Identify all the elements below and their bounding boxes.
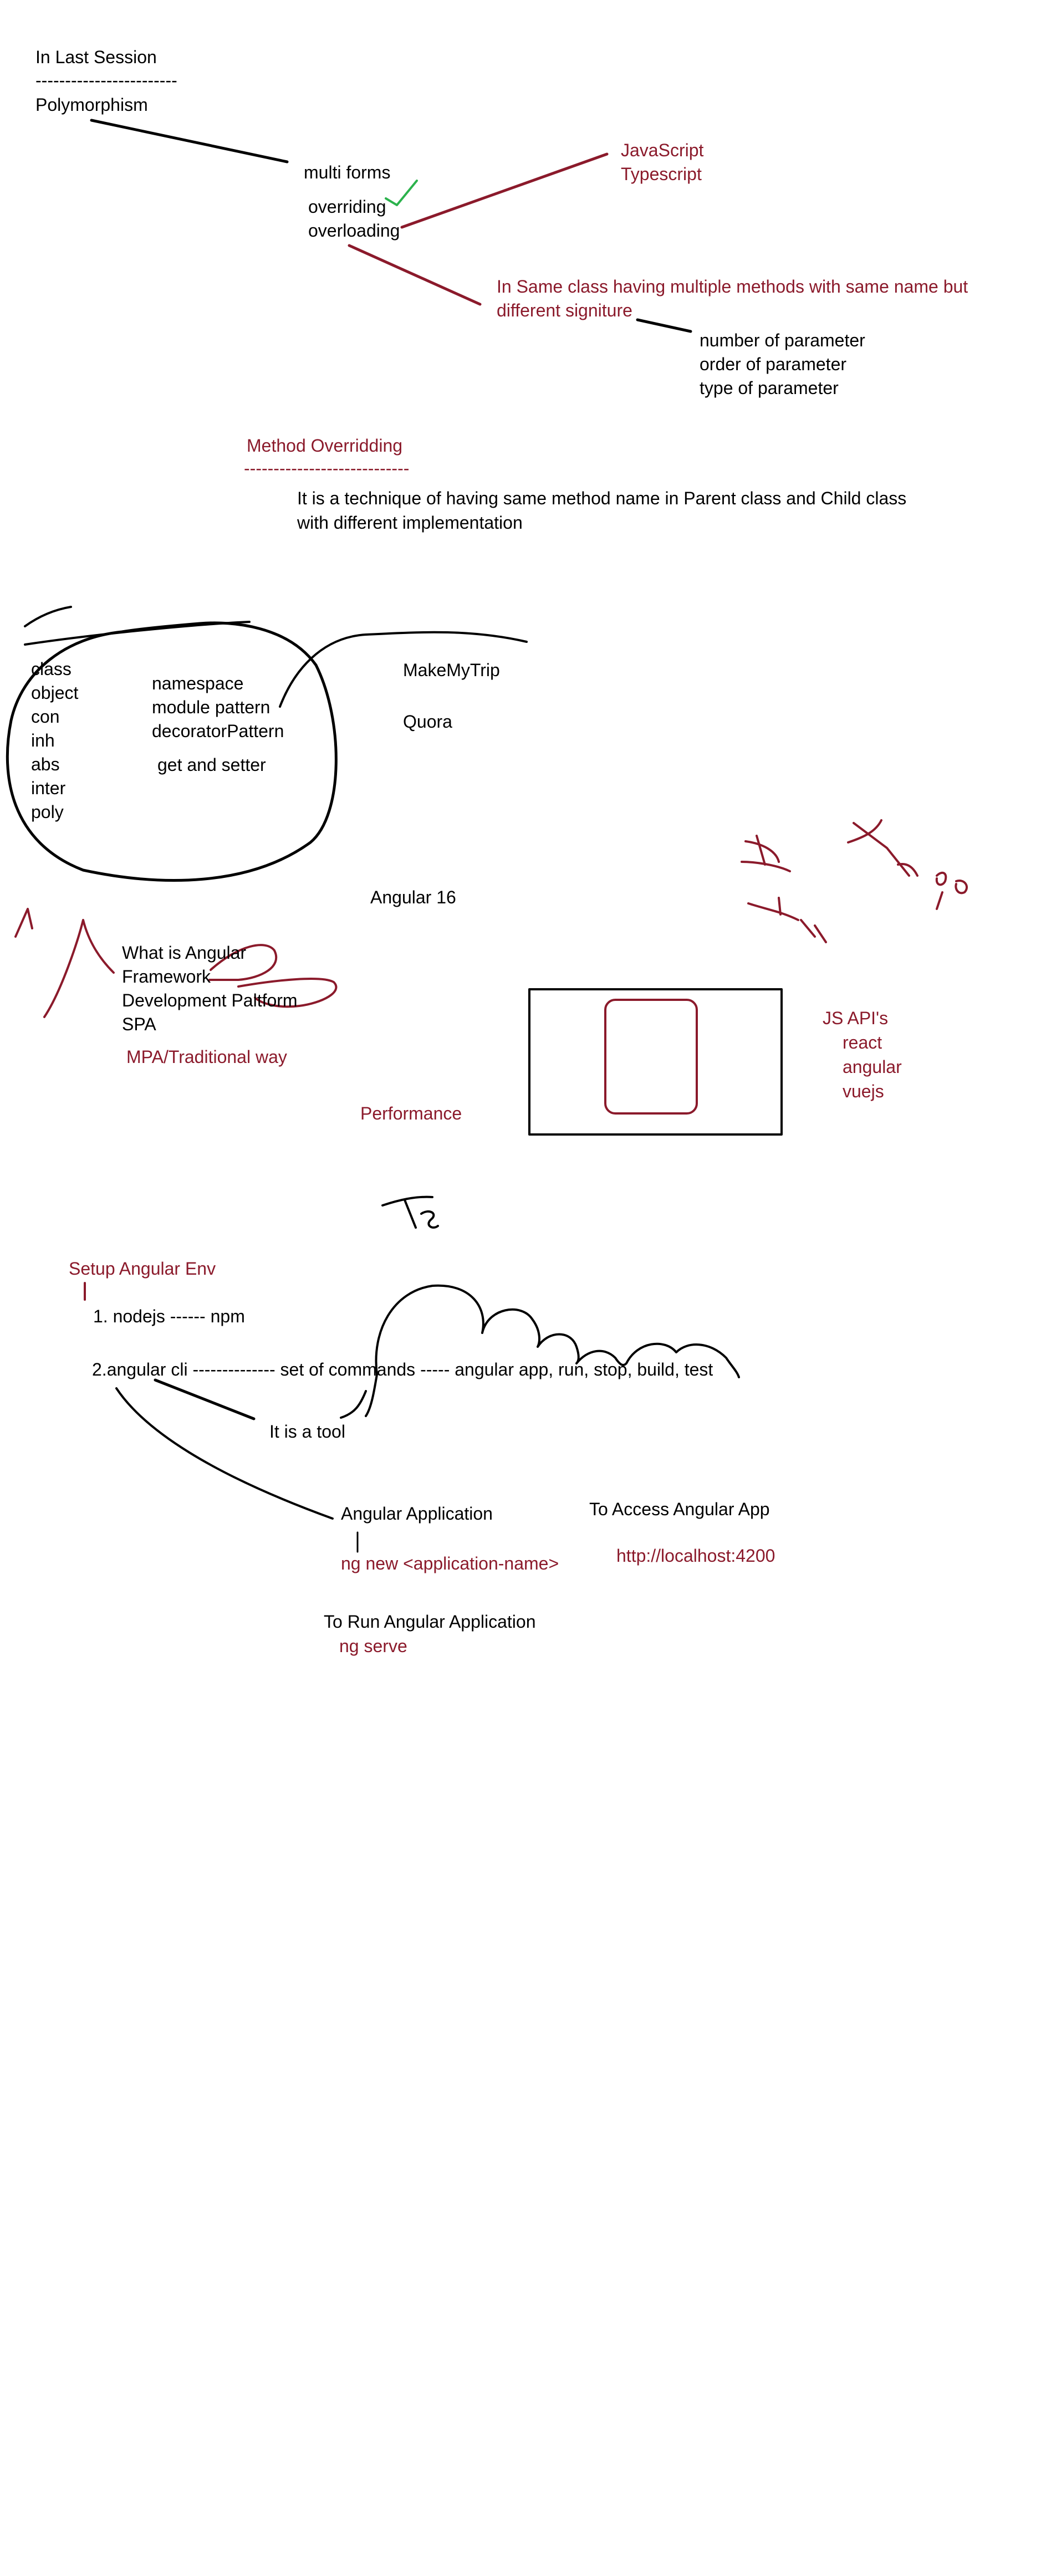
angular-item-spa: SPA <box>122 1014 156 1034</box>
oop-item-poly: poly <box>31 802 64 822</box>
overriding-label: overriding <box>308 197 386 217</box>
ink-red-mark-9 <box>847 819 910 877</box>
ink-line-overriding <box>400 152 609 229</box>
pattern-module: module pattern <box>152 697 271 717</box>
ink-oval-oop <box>6 621 338 882</box>
ink-line-app <box>115 1387 334 1520</box>
ink-line-params <box>636 318 692 333</box>
session-divider: ------------------------ <box>35 70 177 90</box>
oop-item-abs: abs <box>31 754 60 774</box>
setup-localhost-url: http://localhost:4200 <box>616 1546 775 1566</box>
ink-red-mark-8 <box>800 919 827 943</box>
angular-item-framework: Framework <box>122 967 211 987</box>
lang-javascript: JavaScript <box>621 140 704 160</box>
ink-cloud <box>375 1284 740 1378</box>
oop-item-object: object <box>31 683 79 703</box>
ink-red-mark-6 <box>747 902 799 921</box>
ink-red-mark-1 <box>14 908 33 938</box>
multi-forms-label: multi forms <box>304 162 391 182</box>
setup-step-angular-cli: 2.angular cli -------------- set of comm… <box>92 1359 713 1379</box>
ink-line-polymorphism <box>90 119 289 163</box>
ink-browser-box <box>528 988 783 1136</box>
js-api-angular: angular <box>843 1057 902 1077</box>
method-overriding-title: Method Overridding <box>247 436 403 456</box>
green-check-mark <box>385 180 418 206</box>
ink-ts-scribble <box>381 1195 439 1229</box>
setup-tool-label: It is a tool <box>269 1422 345 1442</box>
method-overriding-divider: ---------------------------- <box>244 458 410 478</box>
param-order: order of parameter <box>700 354 847 374</box>
ink-red-loop-platform <box>237 978 338 1008</box>
ink-red-mark-3 <box>744 840 780 863</box>
performance-label: Performance <box>360 1103 462 1123</box>
setup-step-nodejs: 1. nodejs ------ npm <box>93 1306 245 1326</box>
pattern-decorator: decoratorPattern <box>152 721 284 741</box>
angular-item-what: What is Angular <box>122 943 247 963</box>
setup-run-label: To Run Angular Application <box>324 1612 536 1632</box>
js-api-react: react <box>843 1033 882 1052</box>
oop-item-con: con <box>31 707 60 727</box>
site-quora: Quora <box>403 712 452 732</box>
ink-red-mark-7 <box>778 897 782 916</box>
ink-cloud-tail <box>340 1373 378 1419</box>
mpa-label: MPA/Traditional way <box>126 1047 287 1067</box>
angular-title: Angular 16 <box>370 887 456 907</box>
oop-item-inter: inter <box>31 778 66 798</box>
polymorphism-label: Polymorphism <box>35 95 148 115</box>
oop-item-class: class <box>31 659 72 679</box>
js-api-vuejs: vuejs <box>843 1081 884 1101</box>
js-apis-title: JS API's <box>823 1008 889 1028</box>
param-type: type of parameter <box>700 378 839 398</box>
angular-item-platform: Development Paltform <box>122 990 298 1010</box>
setup-access-label: To Access Angular App <box>589 1499 770 1519</box>
ink-line-oval-tick <box>24 606 72 627</box>
setup-ng-serve-command: ng serve <box>339 1636 407 1656</box>
pattern-get-setter: get and setter <box>157 755 266 775</box>
overloading-label: overloading <box>308 221 400 241</box>
oop-item-inh: inh <box>31 730 55 750</box>
ink-device-box <box>604 999 698 1115</box>
ink-red-mark-5 <box>756 835 766 866</box>
lang-typescript: Typescript <box>621 164 702 184</box>
method-overriding-desc-line1: It is a technique of having same method … <box>297 488 907 508</box>
method-overriding-desc-line2: with different implementation <box>297 513 523 533</box>
ink-line-to-sites <box>279 631 528 708</box>
pattern-namespace: namespace <box>152 673 244 693</box>
ink-line-oval-top <box>24 621 251 646</box>
ink-red-mark-10 <box>897 863 968 910</box>
site-makemytrip: MakeMyTrip <box>403 660 500 680</box>
param-number: number of parameter <box>700 330 865 350</box>
ink-line-overloading <box>348 244 482 306</box>
ink-red-mark-2 <box>43 919 115 1018</box>
ink-red-mark-4 <box>741 861 791 872</box>
ink-line-tool <box>154 1378 256 1420</box>
session-heading: In Last Session <box>35 47 157 67</box>
overloading-definition-line1: In Same class having multiple methods wi… <box>497 277 968 297</box>
ink-red-loop-framework <box>208 944 278 981</box>
setup-angular-application: Angular Application <box>341 1504 493 1524</box>
overloading-definition-line2: different signiture <box>497 300 632 320</box>
setup-title: Setup Angular Env <box>69 1259 216 1279</box>
setup-ng-new-command: ng new <application-name> <box>341 1553 559 1573</box>
